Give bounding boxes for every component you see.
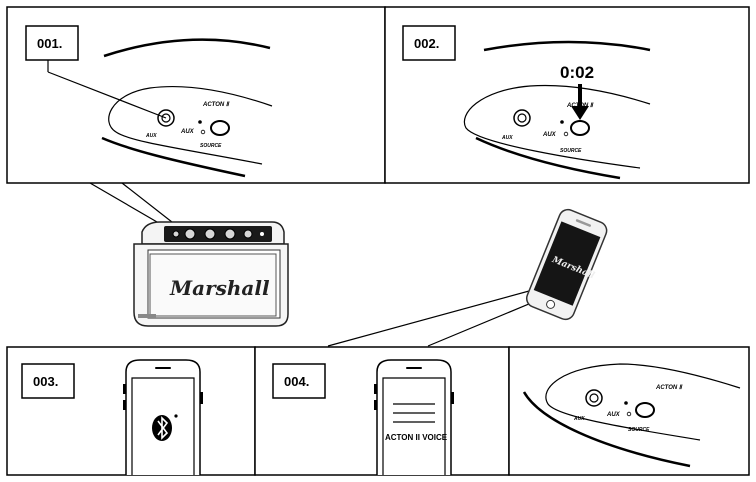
source-label: SOURCE xyxy=(628,427,650,433)
knob xyxy=(204,228,216,240)
hold-time-label: 0:02 xyxy=(560,63,594,82)
aux-port-label: AUX xyxy=(501,135,513,141)
aux-port-label: AUX xyxy=(573,416,585,422)
panel-step-2: 002. ACTON Ⅱ AUX AUX SOURCE 0:02 xyxy=(384,6,750,184)
step-4-badge xyxy=(272,363,326,399)
bluetooth-led xyxy=(624,401,628,405)
bluetooth-led xyxy=(198,120,202,124)
step-2-label: 002. xyxy=(414,36,439,51)
panel-step-5: ACTON Ⅱ AUX AUX SOURCE xyxy=(508,346,750,476)
phone-illustration: Marshall xyxy=(327,208,608,347)
speaker-top-back-edge xyxy=(103,38,271,58)
phone-screen xyxy=(131,377,195,475)
source-label: SOURCE xyxy=(200,143,222,149)
source-label: SOURCE xyxy=(560,148,582,154)
step-4-label: 004. xyxy=(284,374,309,389)
speaker-top-panel xyxy=(545,363,741,441)
app-device-name: ACTON II VOICE xyxy=(385,433,448,442)
step-3-label: 003. xyxy=(33,374,58,389)
speaker-grille xyxy=(149,253,277,317)
step-1-label: 001. xyxy=(37,36,62,51)
panel-step-4: 004. ACTON II VOICE xyxy=(254,346,510,476)
bluetooth-led xyxy=(560,120,564,124)
aux-port-label: AUX xyxy=(145,133,157,139)
knob xyxy=(184,228,196,240)
panel-step-1: 001. ACTON Ⅱ AUX AUX SOURCE xyxy=(6,6,386,184)
knob xyxy=(224,228,236,240)
aux-led-label: AUX xyxy=(542,132,557,138)
link-line xyxy=(327,287,541,347)
phone-outline xyxy=(376,359,452,475)
step-3-badge xyxy=(21,363,75,399)
knob xyxy=(243,229,253,239)
phone-screen xyxy=(382,377,446,475)
panel-step-3: 003. xyxy=(6,346,256,476)
speaker-top-panel xyxy=(108,85,273,165)
phone-screen xyxy=(533,221,601,306)
aux-led xyxy=(626,411,632,417)
control-panel xyxy=(164,226,272,242)
aux-led xyxy=(563,131,569,137)
aux-led-label: AUX xyxy=(180,129,195,135)
source-button xyxy=(635,402,655,418)
source-button xyxy=(210,120,230,136)
speaker-top-back-edge xyxy=(483,40,651,52)
step-2-badge xyxy=(402,25,456,61)
model-label: ACTON Ⅱ xyxy=(655,384,683,391)
aux-led xyxy=(200,129,206,135)
source-button xyxy=(570,120,590,136)
speaker-top-panel xyxy=(463,84,651,169)
bluetooth-icon xyxy=(152,414,178,441)
speaker-front-edge xyxy=(101,136,246,178)
brand-logo: Marshall xyxy=(169,276,270,300)
speaker-front-edge xyxy=(522,391,691,468)
step-1-badge xyxy=(25,25,79,61)
speaker-front-edge xyxy=(475,136,621,180)
speaker-illustration: Marshall xyxy=(89,182,289,327)
press-arrow-head xyxy=(571,106,589,120)
aux-led-label: AUX xyxy=(606,412,621,418)
model-label: ACTON Ⅱ xyxy=(202,101,230,108)
